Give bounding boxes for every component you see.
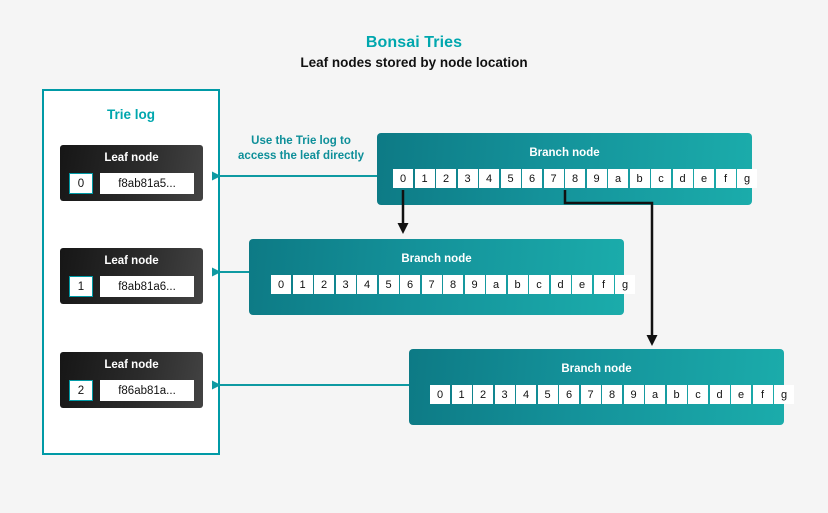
branch-node-label: Branch node — [529, 147, 600, 159]
branch-cell-5[interactable]: 5 — [537, 385, 558, 404]
leaf-node-label: Leaf node — [104, 152, 159, 164]
annotation-line-2: access the leaf directly — [238, 150, 364, 162]
branch-cell-e[interactable]: e — [731, 385, 751, 404]
branch-cell-2[interactable]: 2 — [473, 385, 493, 404]
branch-cell-a[interactable]: a — [486, 275, 506, 294]
branch-cell-8[interactable]: 8 — [602, 385, 622, 404]
leaf-node-index: 2 — [69, 380, 93, 401]
branch-cell-0[interactable]: 0 — [271, 275, 291, 294]
branch-cell-3[interactable]: 3 — [494, 385, 515, 404]
page-title: Bonsai Tries — [365, 34, 463, 51]
leaf-node-index: 0 — [69, 173, 93, 194]
branch-cell-b[interactable]: b — [666, 385, 687, 404]
leaf-node-1[interactable]: Leaf node 1 f8ab81a6... — [60, 248, 203, 304]
branch-cell-3[interactable]: 3 — [457, 169, 478, 188]
branch-cell-5[interactable]: 5 — [378, 275, 399, 294]
branch-cell-3[interactable]: 3 — [335, 275, 356, 294]
branch-cell-a[interactable]: a — [608, 169, 628, 188]
branch-cell-c[interactable]: c — [529, 275, 549, 294]
branch-cell-b[interactable]: b — [629, 169, 650, 188]
page-subtitle: Leaf nodes stored by node location — [300, 55, 528, 70]
branch-cell-5[interactable]: 5 — [500, 169, 521, 188]
branch-cell-7[interactable]: 7 — [543, 169, 564, 188]
branch-cell-6[interactable]: 6 — [559, 385, 579, 404]
branch-cell-9[interactable]: 9 — [623, 385, 644, 404]
branch-cell-0[interactable]: 0 — [393, 169, 413, 188]
branch-cell-4[interactable]: 4 — [516, 385, 536, 404]
leaf-node-label: Leaf node — [104, 255, 159, 267]
branch-cell-4[interactable]: 4 — [479, 169, 499, 188]
branch-cell-e[interactable]: e — [694, 169, 714, 188]
leaf-node-label: Leaf node — [104, 359, 159, 371]
leaf-node-0[interactable]: Leaf node 0 f8ab81a5... — [60, 145, 203, 201]
branch-cell-1[interactable]: 1 — [451, 385, 472, 404]
leaf-node-hash: f8ab81a6... — [100, 276, 194, 297]
branch-cell-c[interactable]: c — [651, 169, 671, 188]
branch-cell-1[interactable]: 1 — [414, 169, 435, 188]
branch-cell-d[interactable]: d — [672, 169, 693, 188]
trie-log-title: Trie log — [106, 107, 155, 122]
leaf-node-row: 2 f86ab81a... — [69, 380, 194, 401]
branch-cell-f[interactable]: f — [715, 169, 736, 188]
branch-cell-a[interactable]: a — [645, 385, 665, 404]
leaf-node-hash: f8ab81a5... — [100, 173, 194, 194]
trie-log-annotation: Use the Trie log to access the leaf dire… — [225, 134, 377, 164]
branch-cell-g[interactable]: g — [615, 275, 635, 294]
branch-cell-2[interactable]: 2 — [314, 275, 334, 294]
branch-cell-f[interactable]: f — [593, 275, 614, 294]
branch-cell-0[interactable]: 0 — [430, 385, 450, 404]
branch-cell-g[interactable]: g — [737, 169, 757, 188]
branch-cell-8[interactable]: 8 — [565, 169, 585, 188]
branch-cell-c[interactable]: c — [688, 385, 708, 404]
branch-cell-7[interactable]: 7 — [421, 275, 442, 294]
branch-cell-g[interactable]: g — [774, 385, 794, 404]
branch-cell-9[interactable]: 9 — [464, 275, 485, 294]
branch-cell-e[interactable]: e — [572, 275, 592, 294]
branch-cell-b[interactable]: b — [507, 275, 528, 294]
annotation-line-1: Use the Trie log to — [251, 135, 351, 147]
branch-cell-d[interactable]: d — [709, 385, 730, 404]
branch-cell-4[interactable]: 4 — [357, 275, 377, 294]
branch-cell-f[interactable]: f — [752, 385, 773, 404]
leaf-node-row: 0 f8ab81a5... — [69, 173, 194, 194]
branch-cell-9[interactable]: 9 — [586, 169, 607, 188]
branch-cell-2[interactable]: 2 — [436, 169, 456, 188]
branch-cell-d[interactable]: d — [550, 275, 571, 294]
branch-node-label: Branch node — [561, 363, 632, 375]
branch-node-label: Branch node — [401, 253, 472, 265]
branch-cell-8[interactable]: 8 — [443, 275, 463, 294]
leaf-node-index: 1 — [69, 276, 93, 297]
branch-cell-6[interactable]: 6 — [522, 169, 542, 188]
branch-cell-7[interactable]: 7 — [580, 385, 601, 404]
leaf-node-2[interactable]: Leaf node 2 f86ab81a... — [60, 352, 203, 408]
branch-cell-6[interactable]: 6 — [400, 275, 420, 294]
leaf-node-hash: f86ab81a... — [100, 380, 194, 401]
branch-cell-1[interactable]: 1 — [292, 275, 313, 294]
leaf-node-row: 1 f8ab81a6... — [69, 276, 194, 297]
